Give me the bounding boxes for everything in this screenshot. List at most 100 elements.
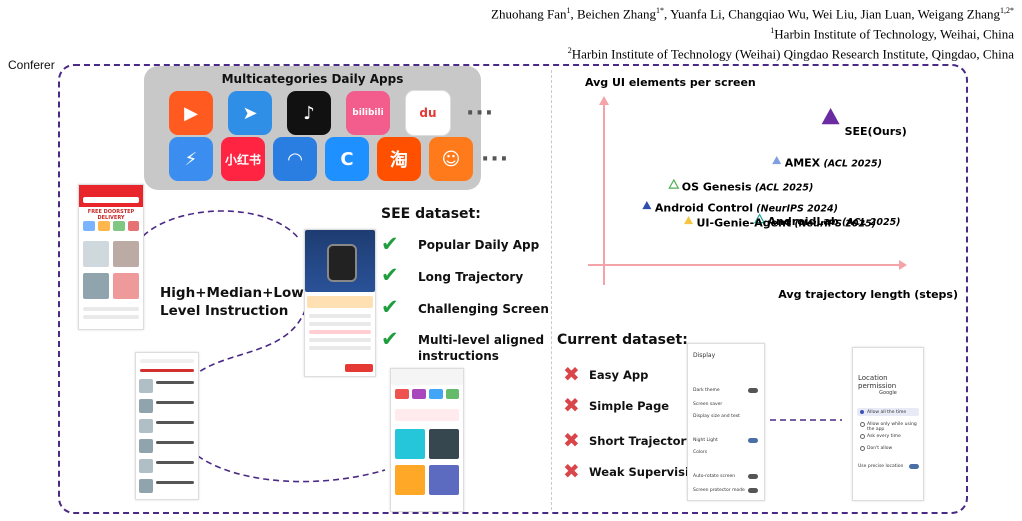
- toggle-switch: [748, 388, 758, 393]
- settings-title: Display: [693, 352, 716, 359]
- banner-text: FREE DOORSTEP DELIVERY: [87, 209, 135, 221]
- see-item: Long Trajectory: [418, 270, 524, 284]
- check-icon: ✔: [381, 327, 399, 351]
- check-icon: ✔: [381, 295, 399, 319]
- point-name: Android Control: [655, 202, 753, 215]
- point-name: AMEX: [785, 157, 821, 170]
- y-axis-label: Avg UI elements per screen: [585, 76, 756, 89]
- list-text: [156, 441, 194, 444]
- author-name: Yuanfa Li: [670, 6, 722, 22]
- search-row: [140, 359, 194, 363]
- author-affiliation-mark: 1: [566, 6, 571, 15]
- settings-row: Display size and text: [693, 414, 740, 419]
- author-name: Zhuohang Fan: [491, 6, 567, 22]
- grid-card: [395, 465, 425, 495]
- toggle-switch: [748, 488, 758, 493]
- center-divider: [551, 70, 552, 510]
- see-dataset-title: SEE dataset:: [381, 206, 481, 222]
- frame-label: Conferer: [8, 58, 55, 72]
- grid-card: [429, 465, 459, 495]
- settings-row: Colors: [693, 450, 708, 455]
- point-name: OS Genesis: [682, 181, 752, 194]
- author-line: Zhuohang Fan1, Beichen Zhang1*, Yuanfa L…: [491, 6, 1014, 22]
- point-label: SEE(Ours): [845, 125, 907, 138]
- buy-button: [345, 364, 373, 372]
- toggle-switch: [909, 464, 919, 469]
- settings-row: Auto-rotate screen: [693, 474, 736, 479]
- category-tile: [83, 221, 95, 231]
- point-venue: (ACL 2025): [820, 159, 882, 170]
- list-thumb: [139, 459, 153, 473]
- point-venue: (ACL 2025): [839, 217, 901, 228]
- point-venue: (NeurIPS 2024): [753, 204, 838, 215]
- product-tile: [83, 241, 109, 267]
- cross-icon: ✖: [563, 362, 580, 386]
- check-icon: ✔: [381, 232, 399, 256]
- list-thumb: [139, 439, 153, 453]
- list-thumb: [139, 479, 153, 493]
- author-name: Beichen Zhang: [576, 6, 657, 22]
- point-venue: (ACL 2025): [752, 183, 814, 194]
- radio-icon: [860, 422, 865, 427]
- permission-option: Allow only while using the app: [867, 422, 917, 432]
- baidu-map-icon: du: [405, 90, 451, 136]
- cross-icon: ✖: [563, 428, 580, 452]
- grid-card: [429, 429, 459, 459]
- search-bar: [83, 197, 139, 203]
- permission-extra: Use precise location: [858, 464, 904, 469]
- author-affiliation-mark: 1,2*: [1000, 6, 1014, 15]
- phone-screen-grid: [390, 368, 464, 512]
- list-text: [156, 401, 194, 404]
- points-layer: SEE(Ours)AMEX (ACL 2025)OS Genesis (ACL …: [642, 108, 907, 230]
- point-venue: (NeurIPS 2025): [791, 219, 876, 230]
- paper-plane-icon: ➤: [228, 91, 272, 135]
- list-thumb: [139, 419, 153, 433]
- outer-dashed-frame: [58, 64, 968, 514]
- point-marker: [642, 201, 652, 210]
- tab-strip: [395, 409, 459, 421]
- settings-row: Night Light: [693, 438, 718, 443]
- permission-option: Ask every time: [867, 434, 901, 439]
- list-thumb: [139, 379, 153, 393]
- phone-screen-permission: Location permission Google Allow all the…: [852, 347, 924, 501]
- affiliation-2: 2Harbin Institute of Technology (Weihai)…: [567, 45, 1014, 61]
- point-label: OS Genesis (ACL 2025): [682, 181, 814, 194]
- eleme-icon: C: [325, 137, 369, 181]
- text-row: [309, 338, 371, 342]
- category-tile: [98, 221, 110, 231]
- permission-option: Allow all the time: [867, 410, 907, 415]
- current-item: Easy App: [589, 368, 649, 382]
- text-row: [83, 307, 139, 311]
- cross-icon: ✖: [563, 393, 580, 417]
- see-item: instructions: [418, 349, 499, 363]
- text-row: [309, 346, 371, 350]
- current-dataset-title: Current dataset:: [557, 332, 688, 348]
- top-bar: [391, 369, 463, 385]
- x-axis-arrow: [899, 260, 907, 270]
- category-tile: [113, 221, 125, 231]
- grid-icon: [446, 389, 459, 399]
- phone-screen-list: [135, 352, 199, 500]
- author-name: Jian Luan: [860, 6, 912, 22]
- bilibili-icon: bilibili: [346, 91, 390, 135]
- category-tile: [128, 221, 139, 231]
- point-marker: [754, 213, 766, 224]
- grid-icon: [412, 389, 426, 399]
- permission-option: Don't allow: [867, 446, 893, 451]
- list-text: [156, 461, 194, 464]
- filter-row: [140, 369, 194, 372]
- text-row: [309, 314, 371, 318]
- text-row: [309, 322, 371, 326]
- list-thumb: [139, 399, 153, 413]
- list-text: [156, 421, 194, 424]
- point-marker: [668, 178, 680, 189]
- ctrip-icon: ◠: [273, 137, 317, 181]
- radio-icon: [860, 410, 864, 414]
- product-tile: [113, 273, 139, 299]
- more-apps-icon: ···: [466, 100, 495, 126]
- taobao-icon: 淘: [377, 137, 421, 181]
- phone-screen-settings: Display Dark theme Screen saver Display …: [687, 343, 765, 501]
- see-item: Popular Daily App: [418, 238, 540, 252]
- product-tile: [83, 273, 109, 299]
